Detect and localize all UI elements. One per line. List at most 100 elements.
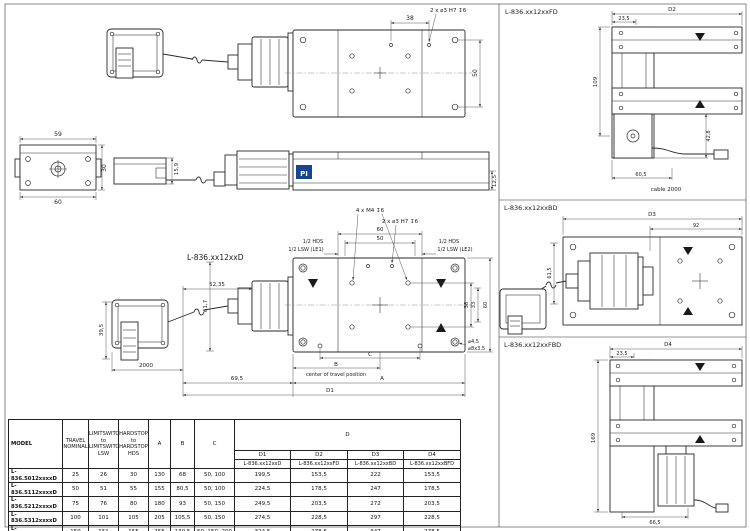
- mounting-hole: [299, 36, 307, 44]
- cable: [555, 280, 567, 284]
- spec-table: MODEL TRAVEL NOMINAL LIMITSWITCH to LIMI…: [8, 419, 461, 531]
- fbd-view: L-836.xx12xxFBD D4: [504, 341, 743, 526]
- table-row: L-836.5412xxxxD 150 151 155 255 130,5 50…: [8, 524, 461, 531]
- cable-tag: [115, 47, 134, 79]
- callout-dia8x35: ⌀8x3,5: [468, 346, 485, 352]
- triangle-marker-icon: [695, 363, 705, 371]
- cell-b: 105,5: [170, 510, 195, 526]
- cell-d3: 272: [347, 496, 404, 512]
- front-view: 59 30 60: [14, 131, 108, 206]
- cable-break-icon: [191, 56, 203, 64]
- cell-d4: 153,5: [403, 467, 461, 484]
- cell-model: L-836.5112xxxxD: [8, 482, 63, 498]
- cell-b: 130,5: [170, 524, 195, 531]
- stage-end-body: [19, 144, 97, 191]
- bd-view: L-836.xx12xxBD: [499, 204, 743, 335]
- cell-d2: 278,5: [290, 524, 348, 531]
- top-view: 38 2 x ⌀3 H7 ↧6 50: [106, 8, 483, 118]
- col-header-d3: D3: [347, 450, 404, 460]
- callout-lsw-left: 1/2 LSW (LE1): [288, 247, 323, 253]
- triangle-marker-icon: [695, 33, 705, 41]
- dim-front-30: 30: [101, 164, 108, 172]
- cell-c: 50, 100: [194, 467, 235, 484]
- mounting-hole: [299, 103, 307, 111]
- dim-main-395: 39,5: [99, 323, 105, 336]
- cell-a: 180: [148, 496, 171, 512]
- dim-side-125: 12,5: [492, 174, 498, 187]
- main-view-title: L-836.xx12xxD: [187, 253, 244, 262]
- callout-dia45: ⌀4,5: [468, 339, 479, 345]
- dim-side-159: 15,9: [174, 162, 180, 175]
- stepper-motor-side: [213, 150, 294, 190]
- col-header-d2-model: L-836.xx12xxFD: [290, 459, 348, 469]
- cell-d3: 297: [347, 510, 404, 526]
- dim-bd-d3: D3: [648, 212, 656, 218]
- main-view-dimensions: 4 x M4 ↧6 2 x ⌀3 H7 ↧6 60 50 1/2 HDS 1/2…: [99, 208, 493, 397]
- dsub-connector: [111, 299, 169, 361]
- dim-main-60-right: 60: [483, 302, 489, 308]
- cell-d1: 199,5: [234, 467, 291, 484]
- coupling: [665, 445, 687, 455]
- mounting-hole: [451, 103, 459, 111]
- cell-d2: 153,5: [290, 467, 348, 484]
- cable-break-icon: [193, 308, 205, 316]
- cable-plug: [715, 503, 729, 513]
- bd-view-title: L-836.xx12xxBD: [504, 204, 557, 212]
- cell-c: 50, 100: [194, 482, 235, 498]
- dim-front-59: 59: [54, 131, 62, 138]
- dim-main-b: B: [334, 362, 338, 368]
- dim-main-a: A: [380, 376, 384, 382]
- callout-hds-left: 1/2 HDS: [303, 239, 323, 245]
- dim-fd-605: 60,5: [635, 172, 646, 178]
- bd-dimensions: D3 92 61,5: [547, 212, 743, 305]
- col-header-c: C: [194, 419, 235, 469]
- cell-lsw: 26: [88, 467, 119, 484]
- cell-model: L-836.5012xxxxD: [8, 467, 63, 484]
- dim-fd-235: 23,5: [618, 16, 629, 22]
- bd-drawing: [499, 236, 743, 335]
- cell-travel: 75: [62, 496, 89, 512]
- cable: [167, 305, 229, 323]
- cable-break-icon: [195, 176, 207, 184]
- fbd-dimensions: D4 23,5 169 66,5: [591, 342, 743, 526]
- fd-drawing: [611, 26, 743, 160]
- col-header-hds: HARDSTOP to HARDSTOP HDS: [118, 419, 149, 469]
- panel-separators: [498, 4, 746, 527]
- col-header-a: A: [148, 419, 171, 469]
- fbd-view-title: L-836.xx12xxFBD: [504, 341, 561, 349]
- cell-d2: 228,5: [290, 510, 348, 526]
- cell-lsw: 51: [88, 482, 119, 498]
- col-header-d: D: [234, 419, 461, 451]
- triangle-marker-icon: [683, 247, 693, 255]
- cell-d2: 178,5: [290, 482, 348, 498]
- dim-main-695: 69,5: [231, 376, 244, 382]
- stage-side-body: PI: [292, 151, 490, 191]
- cell-c: 50, 150: [194, 496, 235, 512]
- callout-hds-right: 1/2 HDS: [439, 239, 459, 245]
- stage-body: [285, 29, 472, 118]
- pin-hole: [389, 43, 393, 47]
- dim-main-38: 38: [464, 302, 470, 308]
- cell-d3: 222: [347, 467, 404, 484]
- fd-cable-label: cable 2000: [651, 187, 682, 193]
- m4-hole: [405, 280, 411, 286]
- cell-travel: 50: [62, 482, 89, 498]
- fd-view-title: L-836.xx12xxFD: [505, 8, 558, 16]
- callout-lsw-right: 1/2 LSW (LE2): [437, 247, 472, 253]
- m4-hole: [349, 280, 355, 286]
- dsub-connector: [106, 28, 164, 79]
- cell-model: L-836.5312xxxxD: [8, 510, 63, 526]
- svg-text:PI: PI: [300, 170, 308, 178]
- cable: [166, 176, 216, 184]
- cell-d4: 178,5: [403, 482, 461, 498]
- cell-travel: 150: [62, 524, 89, 531]
- col-header-d3-model: L-836.xx12xxBD: [347, 459, 404, 469]
- stepper-motor: [227, 32, 294, 92]
- dsub-connector: [499, 288, 547, 335]
- cell-lsw: 76: [88, 496, 119, 512]
- cell-lsw: 101: [88, 510, 119, 526]
- cell-a: 205: [148, 510, 171, 526]
- cell-d2: 203,5: [290, 496, 348, 512]
- cell-travel: 25: [62, 467, 89, 484]
